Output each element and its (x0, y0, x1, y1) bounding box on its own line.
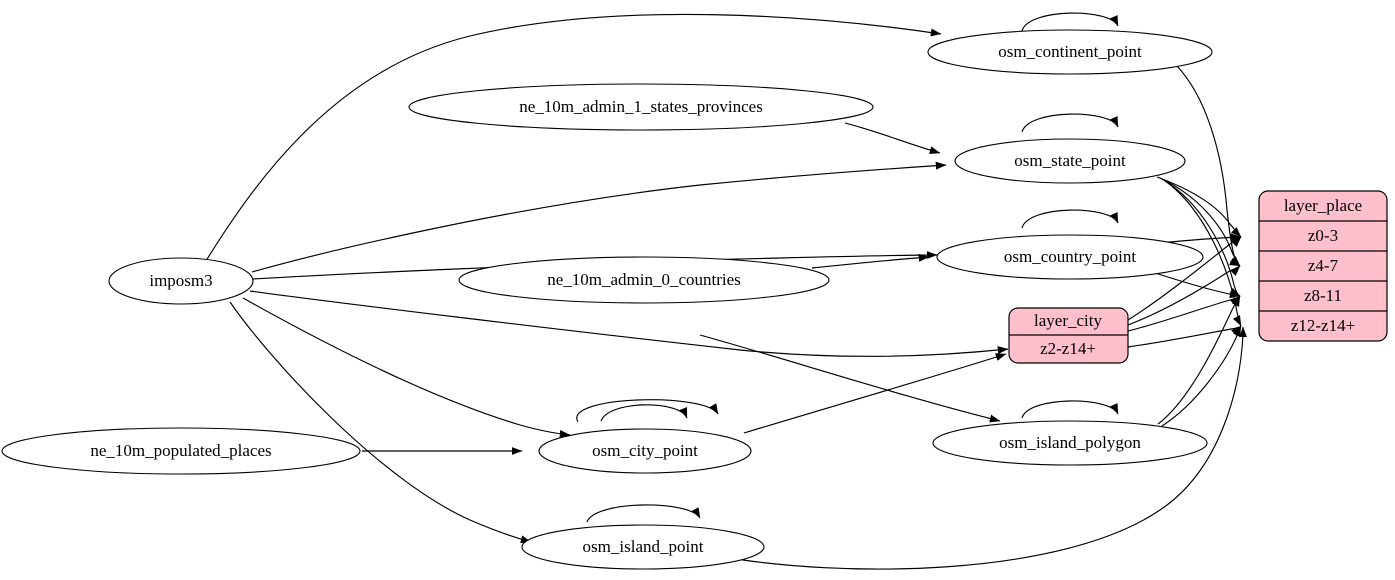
selfloop-osm_island_point (586, 504, 701, 523)
node-osm_island_point[interactable]: osm_island_point (521, 524, 765, 570)
node-layer_city[interactable]: layer_city z2-z14+ (1008, 307, 1129, 364)
layer_place-zoom-z0-3[interactable]: z0-3 (1308, 226, 1338, 245)
edge-imposm3-to-layer_city (249, 290, 1009, 357)
edge-layer_city-to-layer_place-z0_3 (1127, 236, 1242, 321)
layer_city-zoom-z2[interactable]: z2-z14+ (1040, 339, 1096, 358)
node-label: osm_continent_point (998, 42, 1142, 61)
node-osm_state_point[interactable]: osm_state_point (954, 138, 1186, 184)
layer_place-zoom-z4-7[interactable]: z4-7 (1308, 256, 1339, 275)
selfloop-osm_continent_point (1021, 12, 1119, 32)
edge-osm_state_point-to-layer_place-z4_7 (1159, 177, 1241, 267)
node-label: osm_city_point (592, 441, 698, 460)
edge-imposm3-to-osm_island_point (229, 301, 532, 544)
node-osm_country_point[interactable]: osm_country_point (936, 234, 1204, 280)
edge-layer_city-to-layer_place-z4_7 (1127, 265, 1241, 326)
edge-osm_country_point-to-layer_place-z0_3 (1159, 233, 1242, 244)
node-label: ne_10m_admin_0_countries (547, 270, 741, 289)
edge-osm_country_point-to-layer_place-z8_11 (1151, 271, 1241, 299)
node-label: ne_10m_populated_places (90, 441, 271, 460)
node-osm_island_polygon[interactable]: osm_island_polygon (932, 420, 1208, 466)
node-osm_continent_point[interactable]: osm_continent_point (927, 29, 1213, 75)
edge-osm_state_point-to-layer_place-z0_3 (1156, 176, 1242, 238)
edge-osm_continent_point-to-layer_place-z4_7 (1175, 64, 1241, 267)
layer_place-zoom-z12-z14[interactable]: z12-z14+ (1291, 316, 1355, 335)
edge-imposm3-to-osm_island_polygon (699, 334, 1001, 423)
edge-osm_island_polygon-to-layer_place-z8_11 (1157, 295, 1241, 425)
node-imposm3[interactable]: imposm3 (108, 257, 254, 305)
node-label: osm_country_point (1004, 247, 1136, 266)
layer_place-title: layer_place (1284, 196, 1362, 215)
selfloop-osm_country_point (1021, 209, 1119, 229)
node-ne_10m_admin_1_states_provinces[interactable]: ne_10m_admin_1_states_provinces (408, 83, 874, 131)
node-label: ne_10m_admin_1_states_provinces (519, 97, 763, 116)
layer_place-zoom-z8-11[interactable]: z8-11 (1304, 286, 1342, 305)
selfloop-osm_state_point (1021, 113, 1119, 133)
node-layer: imposm3 ne_10m_admin_1_states_provinces … (1, 29, 1388, 570)
edge-imposm3-to-osm_city_point (242, 297, 571, 438)
selfloop-osm_city_point-inner (600, 404, 688, 422)
edge-layer (203, 12, 1247, 570)
edge-osm_island_point-to-layer_place-z12 (717, 326, 1247, 570)
selfloop-osm_city_point-outer (576, 399, 719, 423)
node-osm_city_point[interactable]: osm_city_point (538, 428, 752, 474)
edge-ne_countries-to-osm_country_point (811, 253, 930, 269)
node-ne_10m_populated_places[interactable]: ne_10m_populated_places (1, 427, 361, 475)
edge-ne_states_provinces-to-osm_state_point (844, 122, 941, 155)
selfloop-osm_island_polygon (1021, 400, 1119, 419)
layer_city-title: layer_city (1034, 311, 1102, 330)
node-label: osm_state_point (1014, 151, 1126, 170)
edge-layer_city-to-layer_place-z8_11 (1127, 295, 1241, 332)
node-label: osm_island_point (583, 537, 704, 556)
edge-osm_city_point-to-layer_city (743, 353, 1007, 434)
edge-imposm3-to-osm_continent_point (203, 13, 942, 265)
node-label: osm_island_polygon (999, 433, 1141, 452)
edge-imposm3-to-osm_state_point (251, 161, 947, 273)
edge-layer_city-to-layer_place-z12 (1127, 325, 1242, 348)
node-ne_10m_admin_0_countries[interactable]: ne_10m_admin_0_countries (458, 256, 830, 304)
node-layer_place[interactable]: layer_place z0-3 z4-7 z8-11 z12-z14+ (1258, 190, 1388, 342)
node-label: imposm3 (149, 271, 212, 290)
